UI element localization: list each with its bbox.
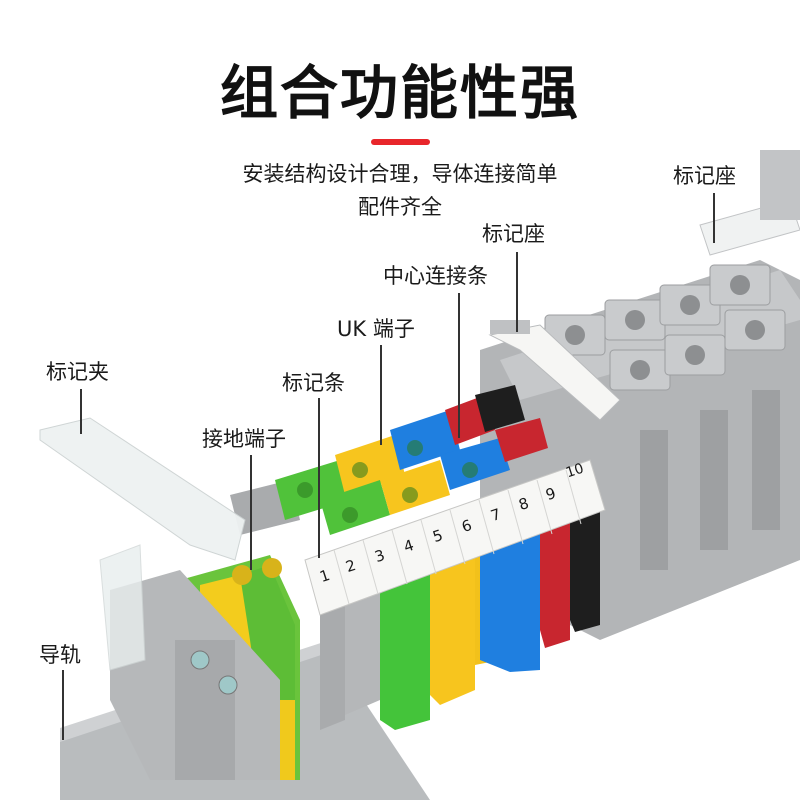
callout-din-rail: 导轨 <box>39 643 81 667</box>
leader-line-din-rail <box>62 670 64 740</box>
leader-line-marker-strip <box>318 398 320 558</box>
callout-marker-strip: 标记条 <box>282 371 345 395</box>
leader-line-marker-seat-center <box>516 252 518 332</box>
colored-terminal-bodies <box>320 500 600 730</box>
marker-clip-shape <box>39 417 246 671</box>
subtitle-line-1: 安装结构设计合理，导体连接简单 <box>242 162 558 186</box>
leader-line-ground-terminal <box>250 455 252 570</box>
callout-marker-clip: 标记夹 <box>46 360 109 384</box>
end-bracket-shape <box>110 570 280 780</box>
callout-center-connection-bar: 中心连接条 <box>383 264 488 288</box>
leader-line-marker-clip <box>80 389 82 434</box>
callout-marker-seat-center: 标记座 <box>482 222 545 246</box>
leader-line-center-connection-bar <box>458 293 460 438</box>
subtitle-line-2: 配件齐全 <box>358 195 442 219</box>
callout-uk-terminal: UK 端子 <box>337 317 415 341</box>
callout-ground-terminal: 接地端子 <box>202 427 286 451</box>
marker-strip-shape <box>304 459 606 616</box>
leader-line-uk-terminal <box>380 345 382 445</box>
leader-line-marker-seat-right <box>713 193 715 243</box>
gray-terminal-group-right <box>480 150 800 640</box>
page-title: 组合功能性强 <box>219 59 580 127</box>
title-accent-bar <box>371 139 430 145</box>
callout-marker-seat-right: 标记座 <box>673 164 736 188</box>
